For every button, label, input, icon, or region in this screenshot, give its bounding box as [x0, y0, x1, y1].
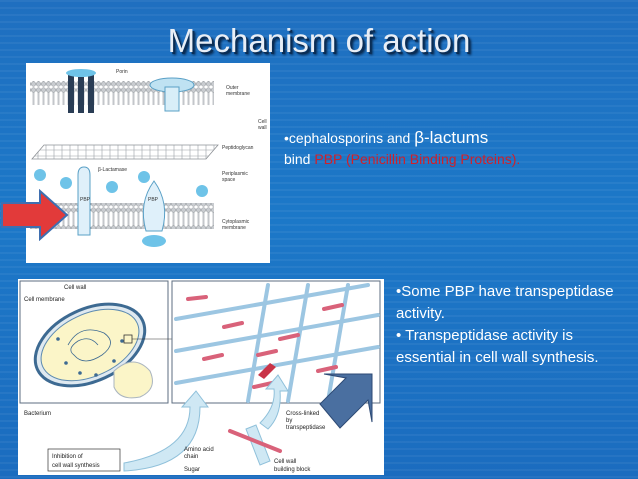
bullet2-line2: • Transpeptidase activity is essential i…	[396, 327, 599, 366]
pbp-highlight: PBP (Penicillin Binding Proteins).	[314, 151, 521, 167]
bullet2-line1: •Some PBP have transpeptidase activity.	[396, 283, 614, 322]
dna-strand	[67, 329, 111, 362]
label-cell-wall-block: Cell wall	[274, 459, 296, 465]
bullet1-part2: β-lactums	[414, 128, 489, 147]
label-pbp-left: PBP	[80, 197, 91, 203]
building-block-peptide	[228, 429, 282, 453]
label-inhibition-1: Inhibition of	[52, 454, 83, 460]
label-outer-membrane: membrane	[226, 91, 250, 97]
label-by: by	[286, 418, 292, 424]
label-transpeptidase: transpeptidase	[286, 425, 326, 431]
label-pbp-right: PBP	[148, 197, 159, 203]
label-wall: wall	[258, 125, 267, 131]
label-bacterium: Bacterium	[24, 411, 51, 417]
glycan-strands	[174, 283, 380, 403]
porin-channel	[68, 73, 74, 113]
cell-wall-synthesis-figure: Cell wall Cell membrane Bacterium Inhibi…	[18, 279, 384, 475]
label-building-block: building block	[274, 467, 311, 473]
label-amino-acid: Amino acid	[184, 447, 214, 453]
bullet1-part1: cephalosporins and	[288, 130, 415, 146]
label-peptidoglycan: Peptidoglycan	[222, 145, 254, 151]
label-cytoplasmic-membrane: membrane	[222, 225, 246, 231]
label-beta-lactamase: β-Lactamase	[98, 167, 127, 173]
building-block-sugar	[245, 424, 271, 466]
bullet-pbp-binding: •cephalosporins and β-lactums bind PBP (…	[284, 127, 584, 170]
slate-arrow-icon	[319, 373, 373, 429]
label-cell: Cell	[258, 119, 267, 125]
peptide-crosslinks	[186, 295, 344, 389]
inhibition-box	[47, 448, 121, 472]
label-chain: chain	[184, 454, 198, 460]
beta-lactamase-blob	[34, 169, 46, 181]
label-outer: Outer	[226, 85, 239, 91]
label-sugar: Sugar	[184, 467, 200, 473]
slide-title: Mechanism of action	[167, 22, 471, 59]
peptidoglycan-layer	[31, 144, 219, 160]
bullet-transpeptidase: •Some PBP have transpeptidase activity. …	[396, 281, 632, 369]
red-arrow-icon	[1, 189, 69, 241]
label-cell-wall: Cell wall	[64, 285, 86, 291]
label-porin: Porin	[116, 69, 128, 75]
inhibition-arrow	[123, 390, 209, 472]
label-space: space	[222, 177, 236, 183]
assembly-arrow	[259, 374, 289, 430]
cell-envelope-figure: Porin Outer membrane Cell wall Peptidogl…	[26, 63, 270, 263]
pbp-protein-right	[142, 180, 166, 232]
pbp-protein-left	[77, 166, 91, 236]
label-inhibition-2: cell wall synthesis	[52, 463, 100, 469]
label-cell-membrane: Cell membrane	[24, 297, 65, 303]
label-periplasmic: Periplasmic	[222, 171, 248, 177]
lysing-cell-bleb	[113, 361, 153, 399]
label-cross-linked: Cross-linked	[286, 411, 319, 417]
bullet-glyph: •	[284, 130, 289, 146]
label-cytoplasmic: Cytoplasmic	[222, 219, 250, 225]
bullet1-part3: bind	[284, 151, 315, 167]
